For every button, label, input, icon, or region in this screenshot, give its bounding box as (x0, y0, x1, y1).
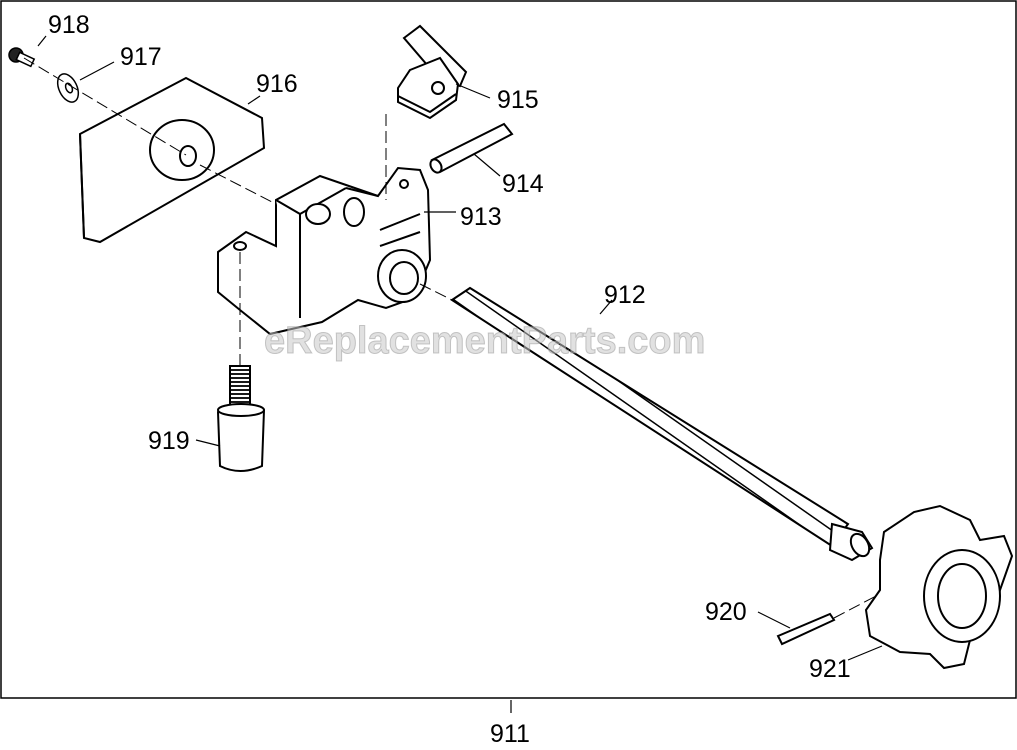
part-913-vise-body (217, 166, 432, 336)
watermark: eReplacementParts.com (263, 320, 706, 363)
callout-915: 915 (497, 86, 539, 114)
part-915-clamp (397, 24, 468, 120)
part-917-washer (56, 73, 80, 103)
diagram-frame (0, 0, 1017, 699)
leader-lines (37, 35, 883, 713)
callout-918: 918 (48, 11, 90, 39)
part-921-handwheel (864, 504, 1014, 670)
callout-920: 920 (705, 598, 747, 626)
callout-916: 916 (256, 70, 298, 98)
assembly-callout-911: 911 (490, 720, 530, 748)
part-920-pin (776, 612, 836, 646)
callout-917: 917 (120, 43, 162, 71)
callout-921: 921 (809, 655, 851, 683)
part-919-post (216, 365, 266, 472)
callout-912: 912 (604, 281, 646, 309)
callout-914: 914 (502, 170, 544, 198)
part-914-pin (429, 122, 514, 174)
part-916-plate (78, 76, 266, 244)
callout-919: 919 (148, 427, 190, 455)
callout-913: 913 (460, 203, 502, 231)
part-918-screw (8, 47, 36, 68)
assembly-lines (23, 57, 877, 619)
part-912-lead-screw (450, 286, 874, 562)
